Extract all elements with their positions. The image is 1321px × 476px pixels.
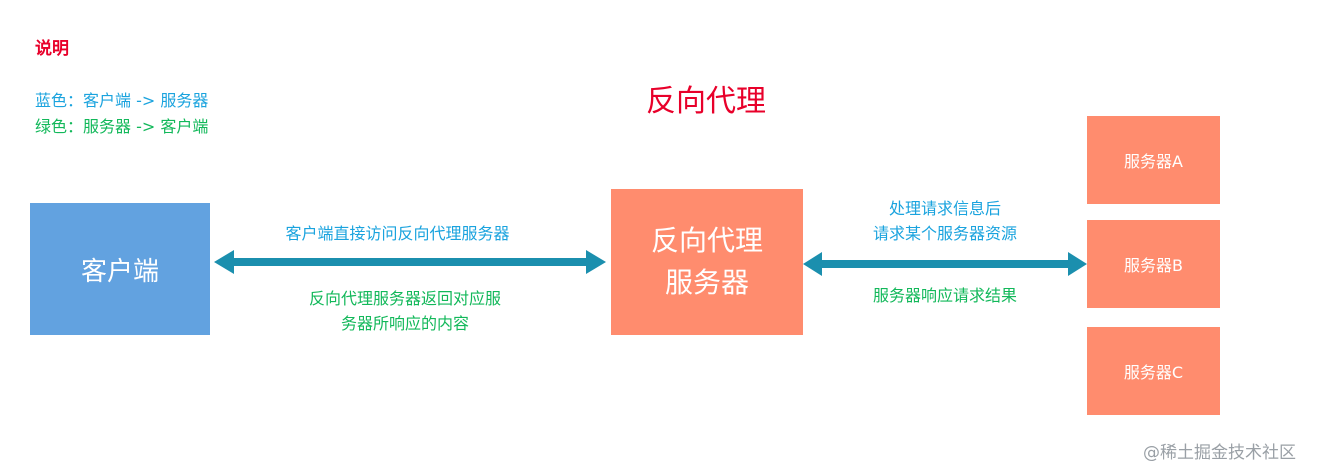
diagram-title: 反向代理 (646, 84, 766, 119)
edge-label-proxy-to-client: 反向代理服务器返回对应服 务器所响应的内容 (255, 286, 555, 336)
proxy-label-line2: 服务器 (664, 266, 749, 299)
edge-label-client-to-proxy: 客户端直接访问反向代理服务器 (285, 224, 510, 243)
legend-green-meaning: 绿色：服务器 -> 客户端 (35, 117, 209, 136)
edge-label-proxy-to-server-line2: 请求某个服务器资源 (872, 224, 1017, 243)
edge-label-server-to-proxy: 服务器响应请求结果 (872, 286, 1017, 305)
client-box: 客户端 (30, 203, 210, 335)
proxy-server-box: 反向代理 服务器 (611, 189, 803, 335)
server-a-label: 服务器A (1124, 152, 1183, 171)
legend-blue-meaning: 蓝色：客户端 -> 服务器 (35, 91, 209, 110)
arrow-proxy-servers (803, 252, 1087, 276)
server-a-box: 服务器A (1087, 116, 1220, 204)
server-c-label: 服务器C (1123, 363, 1184, 382)
server-b-box: 服务器B (1087, 220, 1220, 308)
legend-title: 说明 (35, 39, 69, 59)
edge-label-proxy-to-client-line1: 反向代理服务器返回对应服 (308, 289, 501, 308)
watermark: @稀土掘金技术社区 (1143, 443, 1296, 463)
server-c-box: 服务器C (1087, 327, 1220, 415)
proxy-label-line1: 反向代理 (650, 224, 763, 257)
edge-label-proxy-to-server-line1: 处理请求信息后 (888, 199, 1001, 218)
edge-label-proxy-to-server: 处理请求信息后 请求某个服务器资源 (820, 196, 1070, 246)
edge-label-proxy-to-client-line2: 务器所响应的内容 (340, 314, 469, 333)
client-label: 客户端 (80, 256, 159, 287)
server-b-label: 服务器B (1124, 256, 1183, 275)
arrow-client-proxy (214, 250, 606, 274)
